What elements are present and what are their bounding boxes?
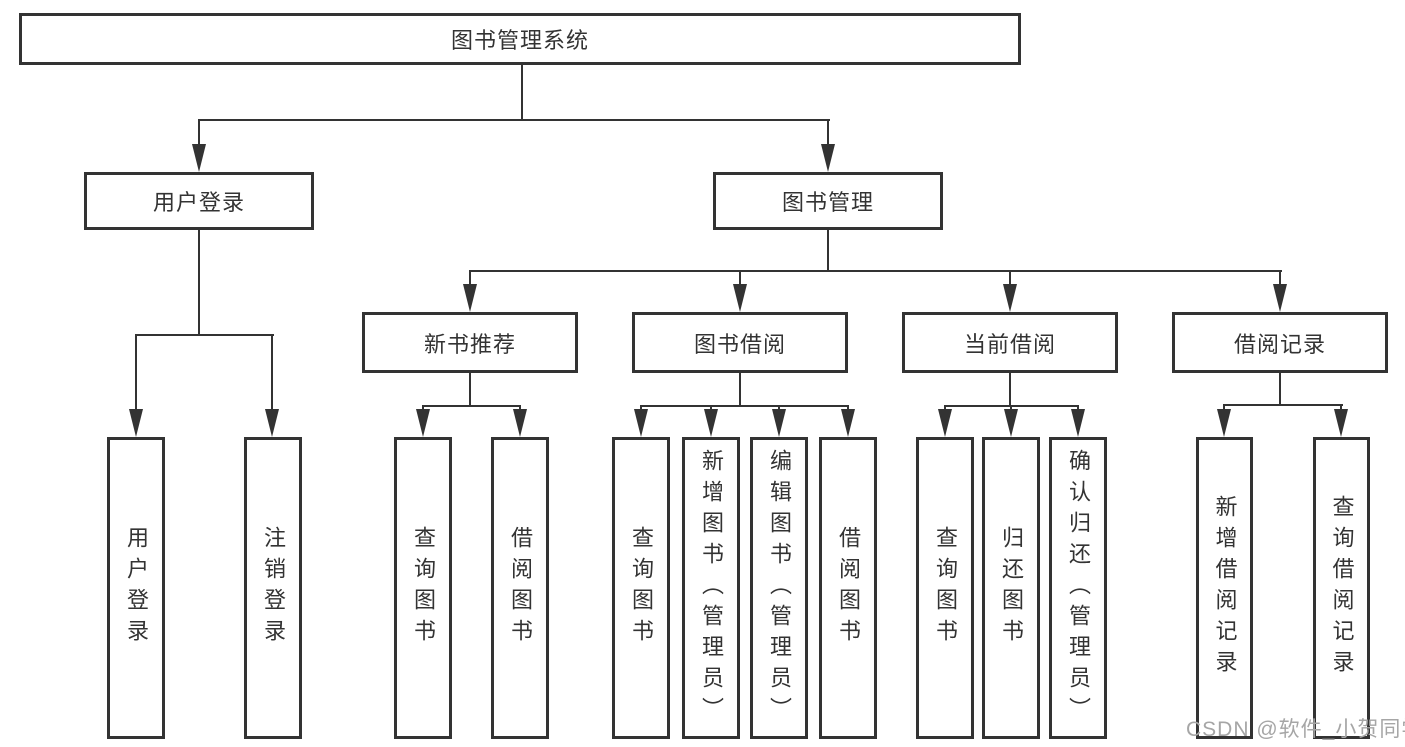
leaf-newbook-query-books: 查询图书: [394, 437, 452, 739]
leaf-return-books: 归还图书: [982, 437, 1040, 739]
arrow-down-icon: [463, 284, 477, 312]
connector-borrow-records-bar: [1223, 404, 1343, 406]
connector-current-borrow-bar: [944, 405, 1079, 407]
connector-drop-book-management: [827, 121, 829, 145]
node-label: 借阅记录: [1233, 331, 1326, 357]
connector-drop-leaf-logout: [271, 336, 273, 410]
node-label: 新增借阅记录: [1212, 495, 1238, 681]
leaf-current-query-books: 查询图书: [916, 437, 974, 739]
arrow-down-icon: [634, 409, 648, 437]
connector-drop-book-borrow: [739, 272, 741, 285]
node-label: 用户登录: [124, 526, 149, 650]
connector-current-borrow-stem: [1009, 373, 1011, 407]
node-label: 查询借阅记录: [1329, 495, 1355, 681]
connector-new-book-stem: [469, 373, 471, 407]
leaf-edit-books-admin: 编辑图书（管理员）: [750, 437, 808, 739]
leaf-query-borrow-record: 查询借阅记录: [1313, 437, 1370, 739]
connector-book-borrow-bar: [640, 405, 849, 407]
arrow-down-icon: [733, 284, 747, 312]
arrow-down-icon: [704, 409, 718, 437]
connector-book-borrow-stem: [739, 373, 741, 407]
leaf-confirm-return-admin: 确认归还（管理员）: [1049, 437, 1107, 739]
arrow-down-icon: [513, 409, 527, 437]
arrow-down-icon: [192, 144, 206, 172]
node-label: 图书管理系统: [450, 28, 589, 53]
node-label: 新书推荐: [423, 331, 516, 357]
node-label: 编辑图书（管理员）: [767, 448, 792, 728]
connector-drop-current-borrow: [1009, 272, 1011, 285]
arrow-down-icon: [416, 409, 430, 437]
connector-drop-leaf-user-login: [135, 336, 137, 410]
connector-new-book-bar: [422, 405, 521, 407]
node-label: 用户登录: [152, 190, 245, 215]
leaf-borrow-query-books: 查询图书: [612, 437, 670, 739]
node-label: 当前借阅: [963, 331, 1056, 357]
node-label: 查询图书: [629, 526, 654, 650]
node-label: 图书管理: [781, 190, 874, 215]
node-label: 确认归还（管理员）: [1066, 448, 1091, 728]
leaf-user-login: 用户登录: [107, 437, 165, 739]
node-current-borrow: 当前借阅: [902, 312, 1118, 373]
arrow-down-icon: [1217, 409, 1231, 437]
node-book-management: 图书管理: [713, 172, 943, 230]
arrow-down-icon: [772, 409, 786, 437]
node-label: 新增图书（管理员）: [699, 448, 724, 728]
connector-root-stem: [521, 65, 523, 121]
connector-user-login-bar: [135, 334, 274, 336]
connector-book-management-stem: [827, 230, 829, 272]
leaf-newbook-borrow-books: 借阅图书: [491, 437, 549, 739]
arrow-down-icon: [1334, 409, 1348, 437]
arrow-down-icon: [129, 409, 143, 437]
arrow-down-icon: [1003, 284, 1017, 312]
connector-level3-bar: [469, 270, 1282, 272]
connector-user-login-stem: [198, 230, 200, 336]
arrow-down-icon: [841, 409, 855, 437]
node-label: 借阅图书: [508, 526, 533, 650]
node-new-book-recommend: 新书推荐: [362, 312, 578, 373]
arrow-down-icon: [1071, 409, 1085, 437]
node-user-login: 用户登录: [84, 172, 314, 230]
node-borrow-records: 借阅记录: [1172, 312, 1388, 373]
leaf-add-books-admin: 新增图书（管理员）: [682, 437, 740, 739]
leaf-borrow-books: 借阅图书: [819, 437, 877, 739]
connector-drop-new-book: [469, 272, 471, 285]
node-label: 注销登录: [261, 526, 286, 650]
arrow-down-icon: [938, 409, 952, 437]
arrow-down-icon: [1273, 284, 1287, 312]
node-label: 归还图书: [999, 526, 1024, 650]
connector-drop-borrow-records: [1279, 272, 1281, 285]
node-label: 查询图书: [411, 526, 436, 650]
connector-drop-user-login: [198, 121, 200, 145]
node-library-management-system: 图书管理系统: [19, 13, 1021, 65]
leaf-logout: 注销登录: [244, 437, 302, 739]
node-label: 查询图书: [933, 526, 958, 650]
arrow-down-icon: [821, 144, 835, 172]
node-book-borrow: 图书借阅: [632, 312, 848, 373]
node-label: 图书借阅: [693, 331, 786, 357]
leaf-add-borrow-record: 新增借阅记录: [1196, 437, 1253, 739]
csdn-watermark: CSDN @软件_小贺同学: [1186, 718, 1405, 741]
connector-borrow-records-stem: [1279, 373, 1281, 406]
connector-level2-bar: [198, 119, 830, 121]
node-label: 借阅图书: [836, 526, 861, 650]
arrow-down-icon: [265, 409, 279, 437]
arrow-down-icon: [1004, 409, 1018, 437]
